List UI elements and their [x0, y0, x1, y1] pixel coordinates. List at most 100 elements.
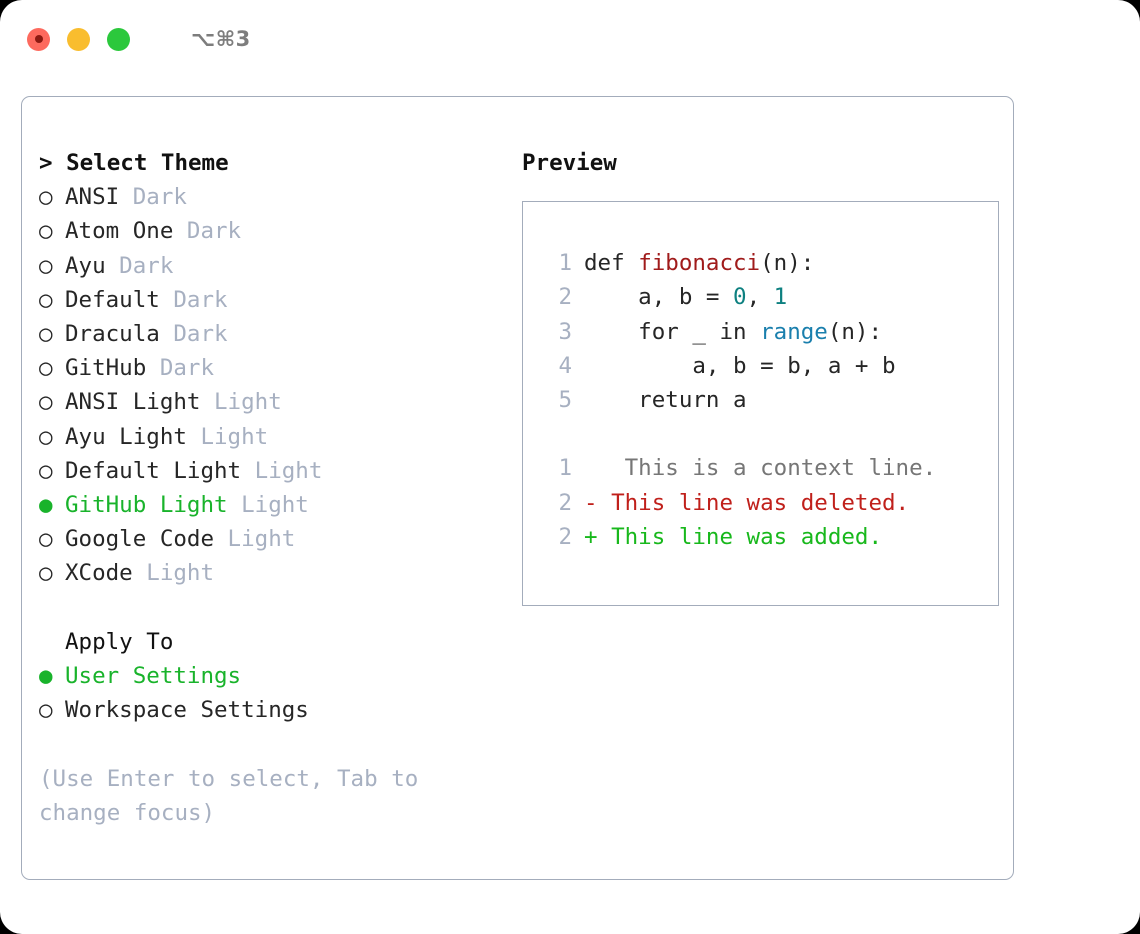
apply-to-option-workspace-settings[interactable]: ○ Workspace Settings	[39, 693, 501, 727]
line-number: 1	[558, 455, 572, 482]
maximize-button[interactable]	[107, 27, 130, 51]
theme-variant-label: Light	[132, 560, 215, 587]
theme-variant-label: Dark	[146, 355, 215, 382]
theme-option-label: ANSI	[65, 184, 120, 211]
code-token-plain: def	[584, 250, 639, 277]
apply-to-header: Apply To	[65, 628, 174, 655]
minimize-button[interactable]	[67, 27, 90, 51]
theme-option-ayu[interactable]: ○ Ayu Dark	[39, 249, 501, 283]
theme-option-atom-one[interactable]: ○Atom One Dark	[39, 214, 501, 248]
radio-unselected-icon: ○	[39, 526, 53, 553]
theme-variant-label: Light	[186, 423, 269, 450]
theme-option-label: Ayu Light	[65, 423, 187, 450]
code-token-plain: (n):	[827, 318, 883, 345]
diff-line-text: + This line was added.	[584, 523, 883, 550]
diff-line-text: - This line was deleted.	[584, 489, 910, 516]
theme-variant-label: Dark	[105, 252, 174, 279]
keyboard-shortcut-label: ⌥⌘3	[191, 27, 251, 51]
theme-picker-panel: > Select Theme ○ANSI Dark○Atom One Dark○…	[21, 96, 1014, 880]
code-token-plain: for _ in	[584, 318, 761, 345]
theme-option-label: Google Code	[65, 526, 215, 553]
line-number: 5	[558, 387, 572, 414]
code-token-plain: a, b = b, a + b	[584, 352, 896, 379]
line-number: 1	[558, 250, 572, 277]
theme-option-label: Default Light	[65, 457, 242, 484]
preview-title: Preview	[522, 150, 617, 176]
code-token-plain: return a	[584, 387, 747, 414]
theme-option-ansi[interactable]: ○ ANSI Dark	[39, 180, 501, 214]
theme-variant-label: Light	[214, 526, 296, 553]
diff-line-text: This is a context line.	[584, 455, 937, 482]
theme-option-github-light[interactable]: ● GitHub Light Light	[39, 488, 501, 522]
close-button[interactable]	[27, 27, 50, 51]
theme-option-google-code[interactable]: ○ Google Code Light	[39, 522, 501, 556]
spacer	[39, 591, 501, 625]
theme-option-default-light[interactable]: ○ Default Light Light	[39, 454, 501, 488]
radio-selected-icon: ●	[39, 663, 53, 690]
code-token-num: 1	[773, 284, 788, 311]
radio-unselected-icon: ○	[39, 184, 53, 211]
theme-variant-label: Dark	[173, 218, 242, 245]
theme-option-label: XCode	[65, 560, 133, 587]
theme-selection-column: > Select Theme ○ANSI Dark○Atom One Dark○…	[39, 146, 501, 879]
radio-unselected-icon: ○	[39, 457, 53, 484]
apply-to-option-user-settings[interactable]: ● User Settings	[39, 659, 501, 693]
line-number: 4	[558, 352, 572, 379]
radio-unselected-icon: ○	[39, 355, 53, 382]
radio-unselected-icon: ○	[39, 560, 53, 587]
theme-option-label: ANSI Light	[65, 389, 201, 416]
code-token-num: 0	[733, 284, 747, 311]
radio-unselected-icon: ○	[39, 286, 53, 313]
line-number: 2	[558, 489, 572, 516]
diff-sample: 1 This is a context line. 2 - This line wa…	[542, 451, 998, 554]
keyboard-hint-text: (Use Enter to select, Tab to change focu…	[39, 765, 419, 826]
code-token-plain: ,	[746, 284, 774, 311]
apply-to-option-label: User Settings	[65, 663, 242, 690]
theme-option-label: GitHub Light	[65, 492, 228, 519]
diff-line-deleted: 2 - This line was deleted.	[542, 486, 998, 520]
title-bar: ⌥⌘3	[0, 0, 1140, 78]
apply-to-option-label: Workspace Settings	[65, 697, 309, 724]
line-number: 3	[558, 318, 572, 345]
radio-unselected-icon: ○	[39, 423, 53, 450]
theme-option-list: ○ANSI Dark○Atom One Dark○Ayu Dark○Defaul…	[39, 180, 501, 590]
code-line: 2 a, b = 0, 1	[542, 280, 998, 314]
apply-to-option-list: ● User Settings ○ Workspace Settings	[39, 659, 501, 727]
theme-option-github[interactable]: ○ GitHub Dark	[39, 351, 501, 385]
theme-variant-label: Light	[227, 492, 309, 519]
theme-variant-label: Dark	[159, 321, 228, 348]
theme-option-ansi-light[interactable]: ○ ANSI Light Light	[39, 385, 501, 419]
diff-line-context: 1 This is a context line.	[542, 451, 998, 485]
radio-unselected-icon: ○	[39, 389, 53, 416]
radio-selected-icon: ●	[39, 492, 53, 519]
select-theme-header: > Select Theme	[39, 150, 229, 176]
theme-option-xcode[interactable]: ○ XCode Light	[39, 556, 501, 590]
theme-variant-label: Light	[200, 389, 282, 416]
code-token-builtin: range	[760, 318, 828, 345]
theme-option-dracula[interactable]: ○ Dracula Dark	[39, 317, 501, 351]
theme-option-label: Dracula	[65, 321, 160, 348]
radio-unselected-icon: ○	[39, 252, 53, 279]
theme-option-label: Default	[65, 286, 160, 313]
theme-option-ayu-light[interactable]: ○ Ayu Light Light	[39, 420, 501, 454]
diff-line-added: 2 + This line was added.	[542, 520, 998, 554]
code-line: 4 a, b = b, a + b	[542, 349, 998, 383]
theme-variant-label: Dark	[119, 184, 187, 211]
radio-unselected-icon: ○	[39, 321, 53, 348]
radio-unselected-icon: ○	[39, 697, 53, 724]
line-number: 2	[558, 284, 572, 311]
theme-option-label: Ayu	[65, 252, 106, 279]
code-line: 3 for _ in range(n):	[542, 315, 998, 349]
line-number: 2	[558, 523, 572, 550]
theme-variant-label: Light	[241, 457, 323, 484]
theme-variant-label: Dark	[159, 286, 228, 313]
spacer	[542, 417, 998, 451]
theme-option-default[interactable]: ○ Default Dark	[39, 283, 501, 317]
code-token-fn: fibonacci	[638, 250, 761, 277]
theme-option-label: GitHub	[65, 355, 147, 382]
